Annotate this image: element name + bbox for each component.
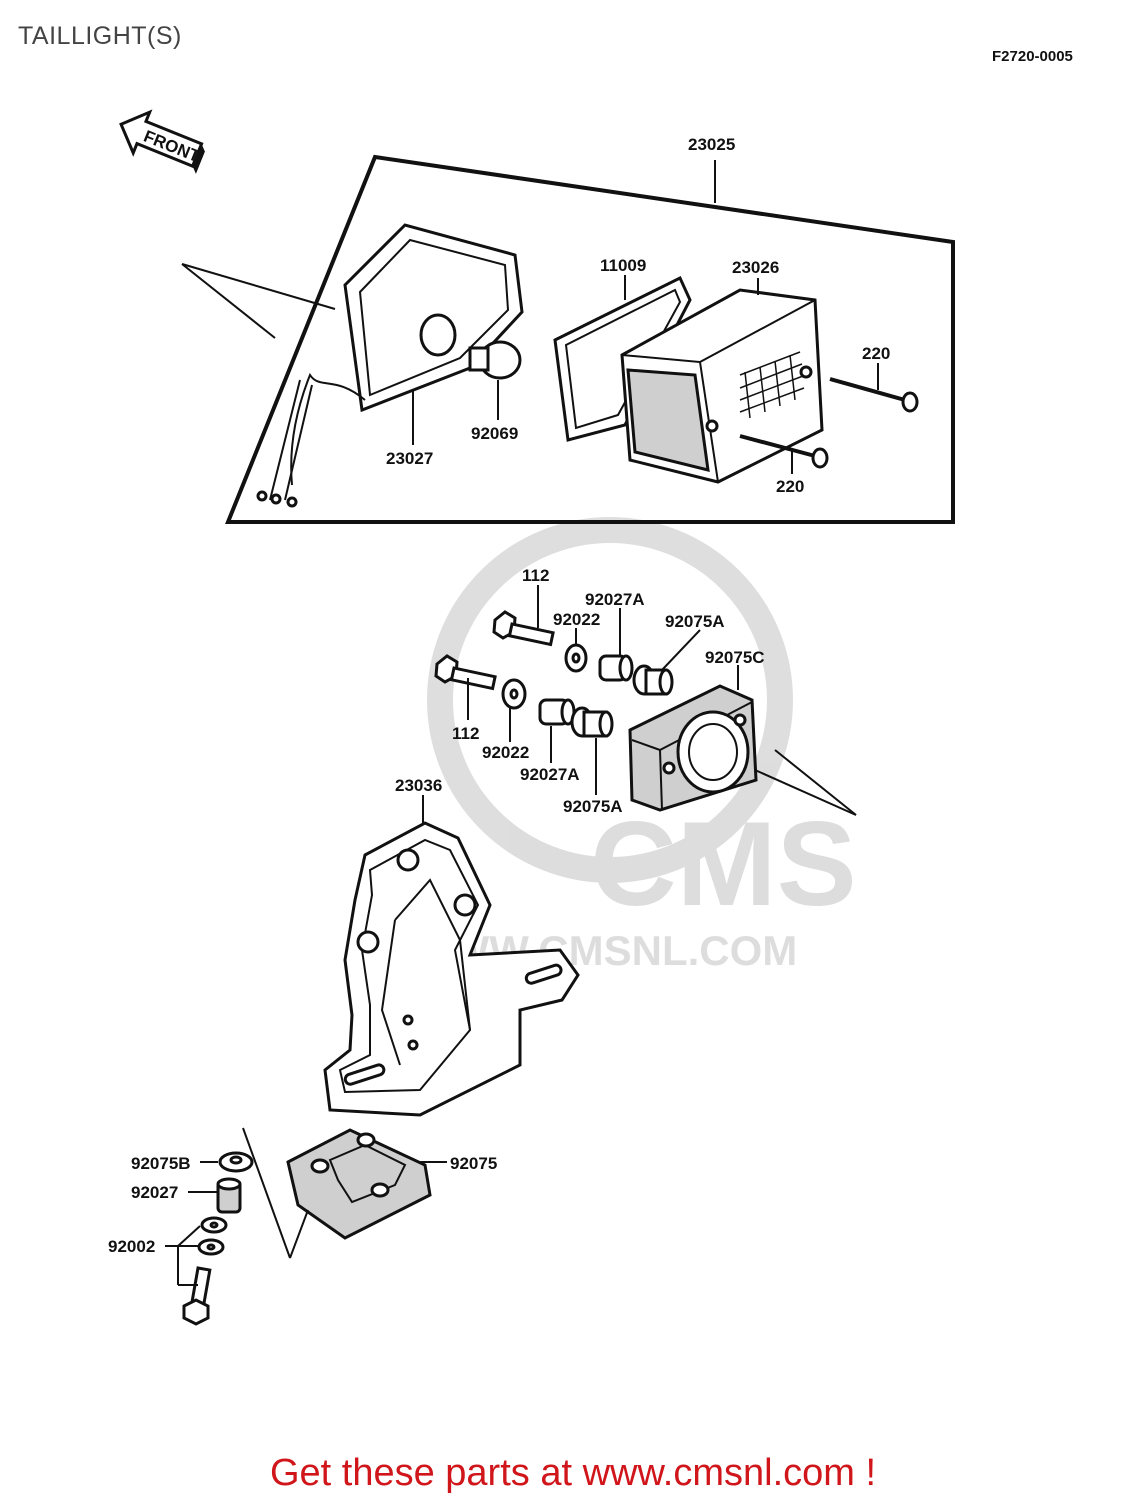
pointer-lines-left — [181, 263, 336, 339]
label-23027: 23027 — [386, 449, 433, 468]
label-92075A-upper: 92075A — [665, 612, 725, 631]
leader-92002 — [165, 1225, 201, 1286]
label-92002: 92002 — [108, 1237, 155, 1256]
part-92027-collar — [216, 1177, 242, 1214]
part-92075A-damper-upper — [632, 664, 674, 696]
part-220-screw-upper — [829, 377, 919, 413]
part-92075C-damper-block — [628, 684, 758, 812]
part-92022-washer-lower — [501, 678, 527, 710]
pointer-lines-lower-left — [242, 1127, 309, 1259]
label-220-upper: 220 — [862, 344, 890, 363]
label-92022-upper: 92022 — [553, 610, 600, 629]
label-92022-lower: 92022 — [482, 743, 529, 762]
part-92075A-damper-lower — [570, 706, 614, 738]
part-92069-bulb — [468, 340, 522, 380]
assembly-frame-23025 — [225, 154, 955, 524]
front-direction-arrow-icon: FRONT — [119, 109, 205, 174]
label-23026: 23026 — [732, 258, 779, 277]
label-112-lower: 112 — [452, 724, 479, 743]
label-11009: 11009 — [600, 256, 646, 275]
part-23036-bracket — [323, 821, 580, 1117]
part-220-screw-lower — [739, 434, 829, 469]
part-112-bolt-lower — [434, 654, 497, 691]
part-92027A-collar-upper — [598, 654, 634, 682]
pointer-lines-right — [754, 749, 857, 816]
watermark-logo-ring — [427, 517, 793, 883]
part-92075B-damper — [218, 1151, 254, 1173]
label-112-upper: 112 — [522, 566, 549, 585]
part-92075-damper-pad — [286, 1128, 432, 1240]
label-92027: 92027 — [131, 1183, 178, 1202]
watermark-logo: CMS — [590, 797, 857, 931]
label-23025: 23025 — [688, 135, 735, 154]
page-title: TAILLIGHT(S) — [18, 22, 182, 50]
footer-call-to-action[interactable]: Get these parts at www.cmsnl.com ! — [269, 1452, 877, 1494]
label-92027A-upper: 92027A — [585, 590, 645, 609]
label-92027A-lower: 92027A — [520, 765, 580, 784]
label-92075: 92075 — [450, 1154, 497, 1173]
label-92075B: 92075B — [131, 1154, 191, 1173]
label-92075C: 92075C — [705, 648, 765, 667]
part-92022-washer-upper — [564, 643, 588, 673]
part-92027A-collar-lower — [538, 698, 576, 726]
label-92069: 92069 — [471, 424, 518, 443]
part-23026-lens — [620, 288, 824, 484]
part-112-bolt-upper — [492, 610, 555, 647]
part-92002-washers — [197, 1216, 228, 1256]
label-220-lower: 220 — [776, 477, 804, 496]
label-92075A-lower: 92075A — [563, 797, 623, 816]
part-92002-bolt — [182, 1266, 212, 1326]
part-23027-lamp-base — [256, 223, 524, 508]
diagram-code: F2720-0005 — [992, 48, 1073, 65]
label-23036: 23036 — [395, 776, 442, 795]
